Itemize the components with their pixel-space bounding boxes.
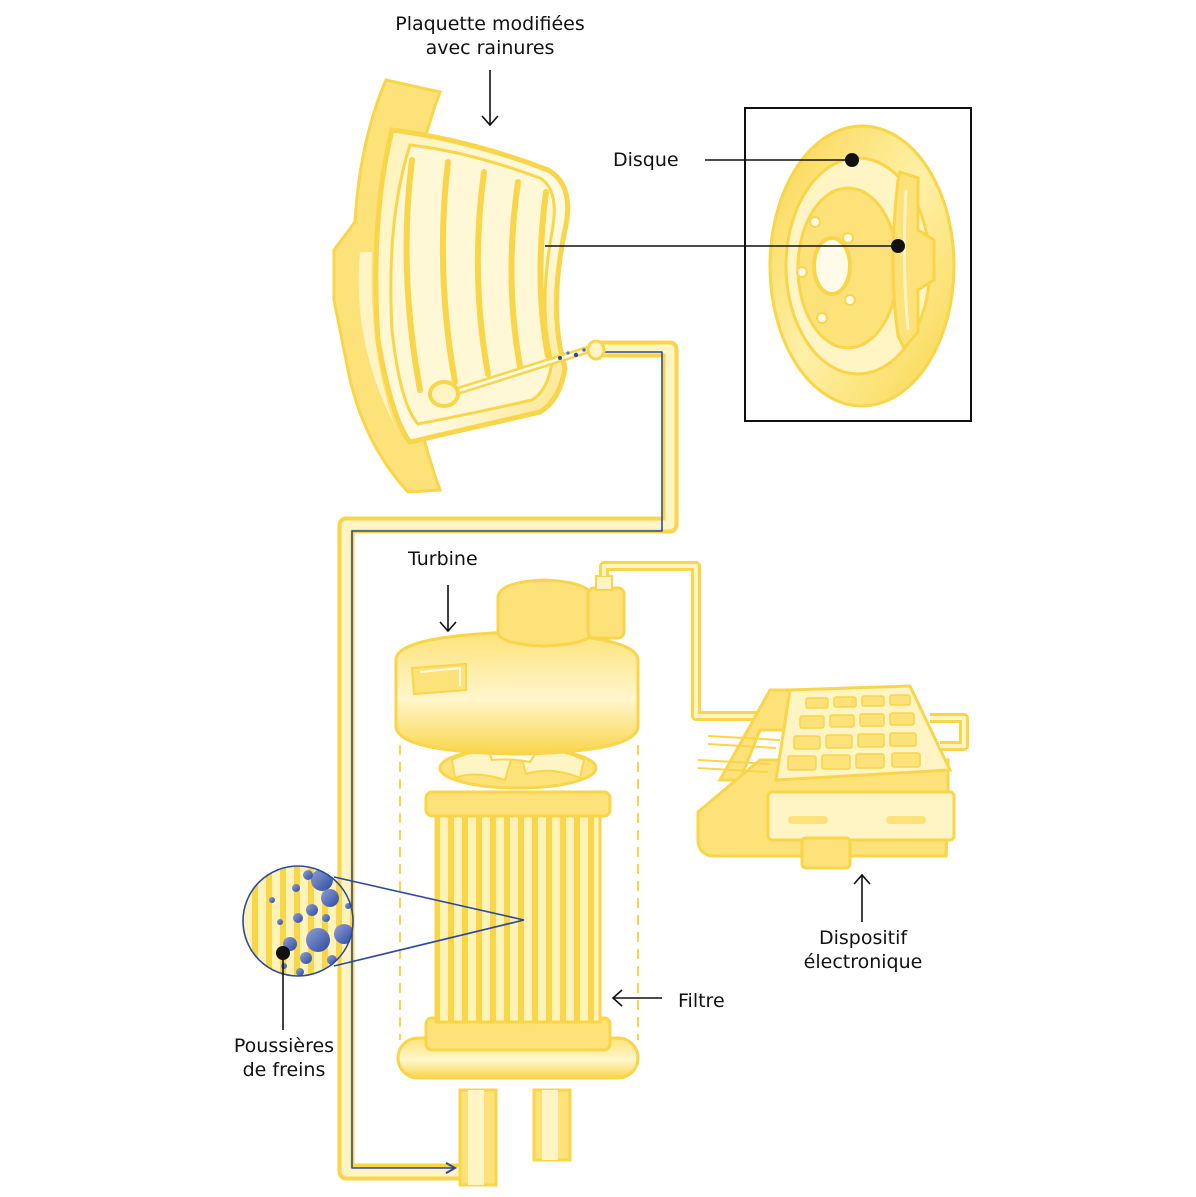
pads-label-line1: Plaquette modifiées [395,13,585,35]
callouts [276,70,905,1030]
disc-inset [744,107,972,422]
dust-label-line2: de freins [242,1059,326,1081]
filter-cartridge [434,808,602,1024]
disc-label: Disque [613,149,679,171]
dust-hose [337,340,679,1181]
brake-pad-assembly [332,78,606,494]
device-label: Dispositif électronique [780,926,946,974]
pads-label-line2: avec rainures [425,37,555,59]
filter-label: Filtre [678,990,725,1012]
dust-label-line1: Poussières [233,1035,335,1057]
disc-pointer-dot [845,153,859,167]
pad-pointer-dot [891,239,905,253]
device-label-line1: Dispositif [818,927,908,949]
caliper [891,170,936,351]
device-label-line2: électronique [803,951,923,973]
dust-label: Poussières de freins [214,1034,354,1082]
dust-zoom [242,865,525,977]
pads-label: Plaquette modifiées avec rainures [370,12,610,60]
turbine-label: Turbine [408,548,478,570]
electronic-device [696,684,969,870]
turbine-filter-unit [394,575,640,1187]
outlet-pipes [458,1088,572,1187]
turbine-housing [394,630,640,756]
airflow-arrow [351,351,663,1175]
